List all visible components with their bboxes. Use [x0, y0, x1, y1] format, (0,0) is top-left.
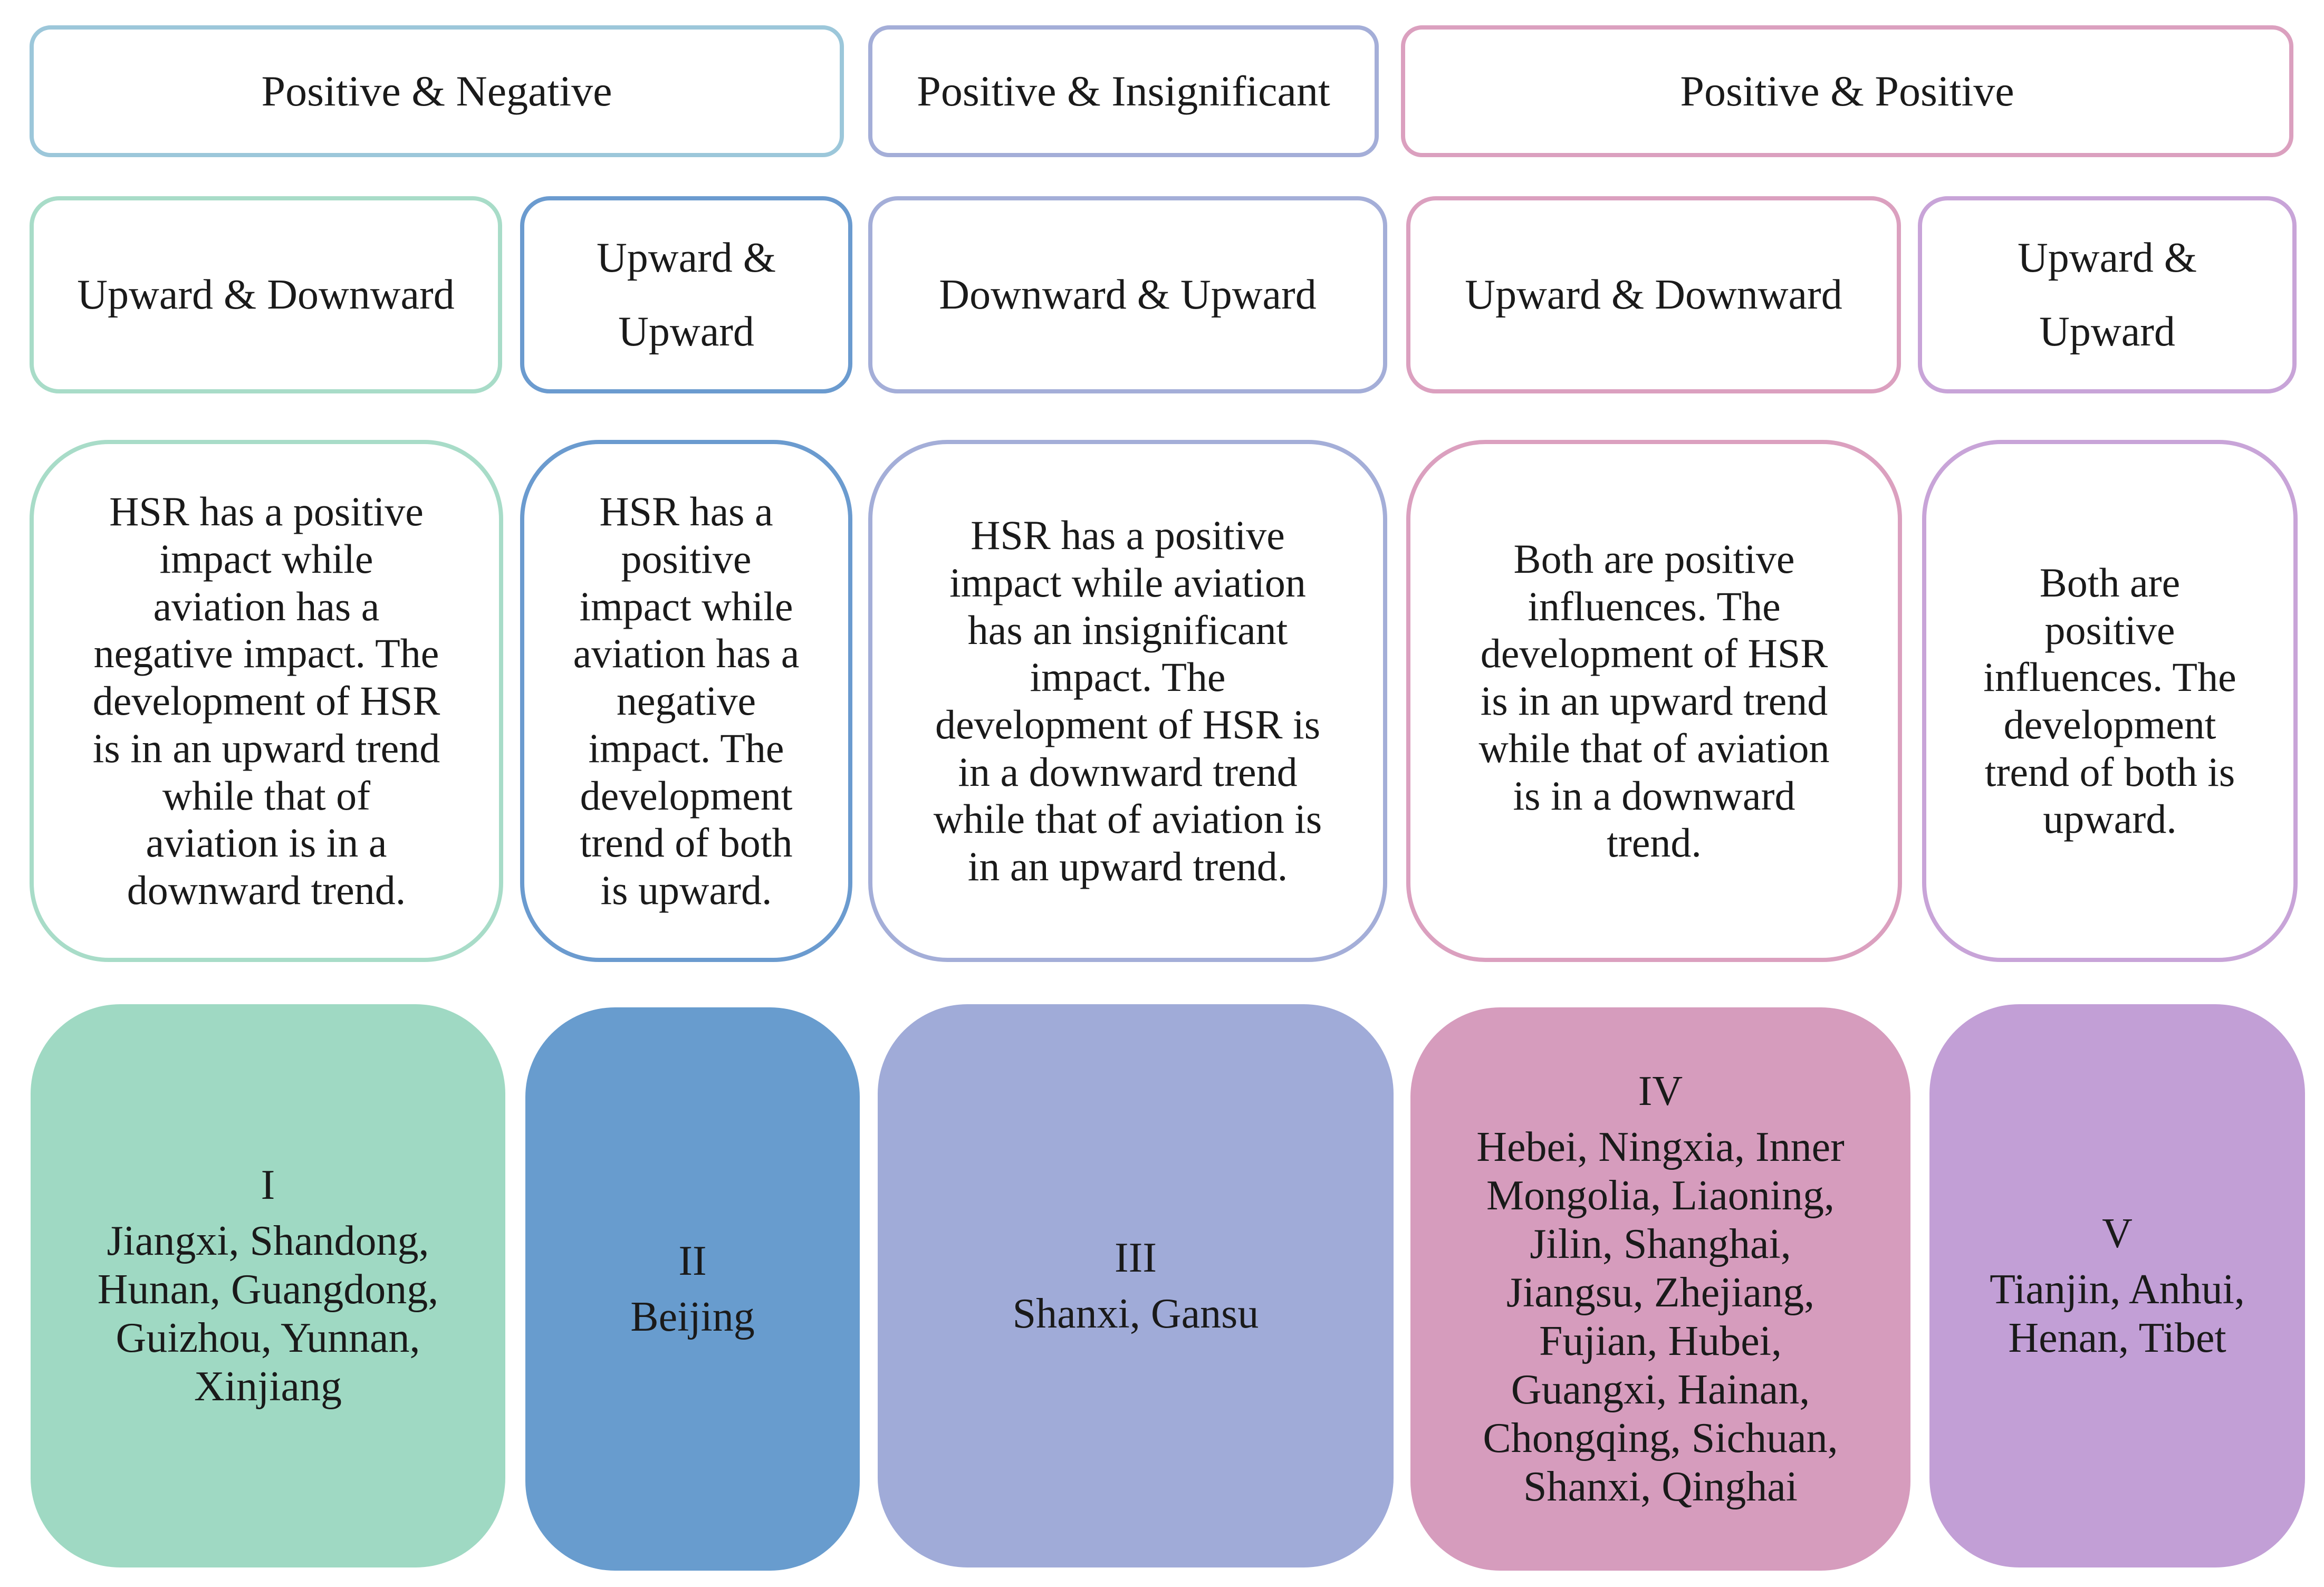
group-box-2: II Beijing [525, 1007, 860, 1571]
group-provinces: Beijing [630, 1294, 755, 1340]
group-numeral: V [2102, 1210, 2133, 1257]
header-label: Positive & Negative [261, 66, 612, 115]
description-box-3: HSR has a positive impact while aviation… [868, 440, 1387, 962]
description-box-4: Both are positive influences. The develo… [1406, 440, 1902, 962]
description-box-2: HSR has a positive impact while aviation… [520, 440, 852, 962]
trend-box-1: Upward & Downward [30, 196, 502, 393]
trend-box-5: Upward & Upward [1918, 196, 2297, 393]
description-box-5: Both are positive influences. The develo… [1922, 440, 2298, 962]
group-numeral: III [1115, 1235, 1157, 1281]
description-text: HSR has a positive impact while aviation… [573, 488, 800, 913]
header-positive-negative: Positive & Negative [30, 25, 844, 157]
group-numeral: I [261, 1162, 275, 1208]
group-numeral: IV [1638, 1068, 1683, 1114]
trend-box-3: Downward & Upward [868, 196, 1387, 393]
trend-label: Upward & Upward [2018, 235, 2197, 355]
header-positive-insignificant: Positive & Insignificant [868, 25, 1379, 157]
group-provinces: Shanxi, Gansu [1012, 1291, 1259, 1337]
group-box-3: III Shanxi, Gansu [878, 1004, 1394, 1567]
group-provinces: Tianjin, Anhui, Henan, Tibet [1990, 1266, 2245, 1361]
description-text: Both are positive influences. The develo… [1478, 536, 1830, 866]
trend-box-4: Upward & Downward [1406, 196, 1901, 393]
trend-box-2: Upward & Upward [520, 196, 852, 393]
description-text: HSR has a positive impact while aviation… [92, 488, 440, 913]
trend-label: Upward & Downward [77, 272, 455, 318]
group-box-1: I Jiangxi, Shandong, Hunan, Guangdong, G… [31, 1004, 505, 1567]
group-box-5: V Tianjin, Anhui, Henan, Tibet [1929, 1004, 2305, 1567]
group-numeral: II [678, 1238, 707, 1284]
description-text: Both are positive influences. The develo… [1983, 559, 2236, 842]
description-box-1: HSR has a positive impact while aviation… [30, 440, 503, 962]
trend-label: Upward & Upward [597, 235, 776, 355]
description-text: HSR has a positive impact while aviation… [933, 512, 1322, 890]
group-provinces: Hebei, Ningxia, Inner Mongolia, Liaoning… [1476, 1124, 1845, 1510]
header-label: Positive & Positive [1680, 66, 2014, 115]
header-positive-positive: Positive & Positive [1401, 25, 2293, 157]
header-label: Positive & Insignificant [917, 66, 1330, 115]
group-box-4: IV Hebei, Ningxia, Inner Mongolia, Liaon… [1410, 1007, 1910, 1571]
trend-label: Upward & Downward [1465, 272, 1842, 318]
group-provinces: Jiangxi, Shandong, Hunan, Guangdong, Gui… [97, 1218, 439, 1410]
trend-label: Downward & Upward [939, 272, 1317, 318]
